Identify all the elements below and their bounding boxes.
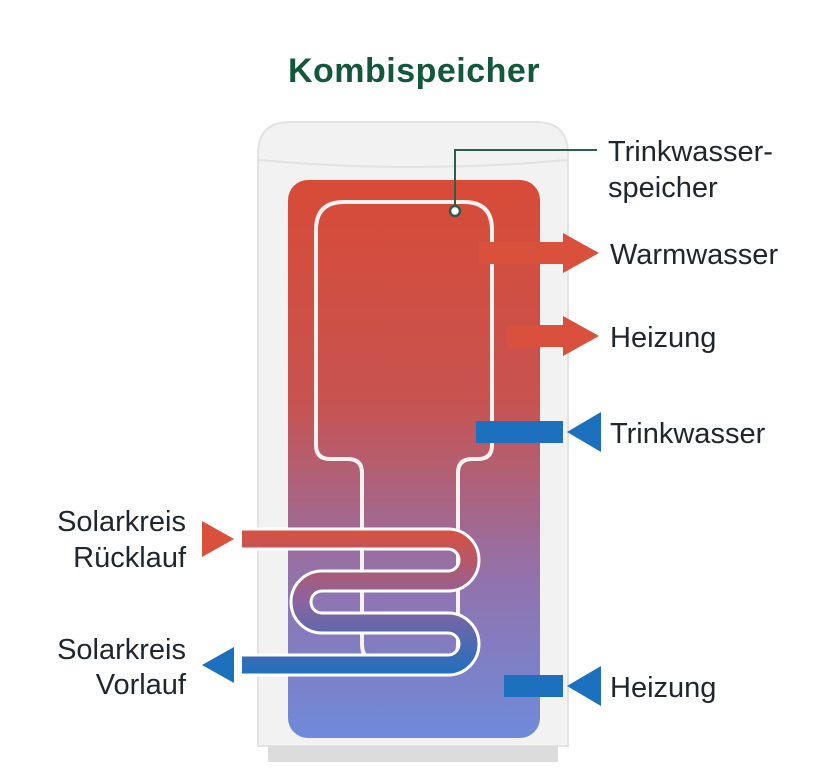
label-trinkwasser: Trinkwasser xyxy=(610,418,766,450)
label-warmwasser: Warmwasser xyxy=(610,239,778,271)
tank-lid-seam xyxy=(258,159,568,168)
solar-return-arrowhead xyxy=(202,521,234,557)
label-solarkreis-vorlauf-line2: Vorlauf xyxy=(96,669,187,701)
heizung-in-arrow xyxy=(504,666,601,706)
tank-temperature-gradient xyxy=(288,180,540,738)
heizung-out-arrowhead xyxy=(563,316,599,356)
page-title: Kombispeicher xyxy=(288,52,540,90)
label-heizung-out: Heizung xyxy=(610,322,716,354)
warmwasser-arrowhead xyxy=(563,233,599,273)
trinkwasserspeicher-pointer-line xyxy=(454,149,597,206)
label-heizung-in: Heizung xyxy=(610,672,716,704)
heizung-out-arrow xyxy=(507,316,599,356)
warmwasser-arrow xyxy=(479,233,599,273)
trinkwasser-arrowhead xyxy=(567,412,601,452)
heizung-in-arrow-bar xyxy=(504,675,563,697)
trinkwasserspeicher-pointer-dot xyxy=(448,204,462,218)
heizung-out-arrow-bar xyxy=(507,325,563,347)
tank-base xyxy=(268,746,558,762)
trinkwasser-arrow-bar xyxy=(476,421,563,443)
label-trinkwasserspeicher-line1: Trinkwasser- xyxy=(608,136,773,168)
solar-coil-pipe xyxy=(242,530,478,674)
heizung-in-arrowhead xyxy=(567,666,601,706)
label-solarkreis-ruecklauf-line2: Rücklauf xyxy=(73,542,187,574)
label-solarkreis-vorlauf-line1: Solarkreis xyxy=(57,634,186,666)
trinkwasser-arrow xyxy=(476,412,601,452)
label-solarkreis-ruecklauf-line1: Solarkreis xyxy=(57,506,186,538)
solar-flow-arrowhead xyxy=(202,647,234,683)
warmwasser-arrow-bar xyxy=(479,242,563,264)
label-trinkwasserspeicher-line2: speicher xyxy=(608,172,718,204)
